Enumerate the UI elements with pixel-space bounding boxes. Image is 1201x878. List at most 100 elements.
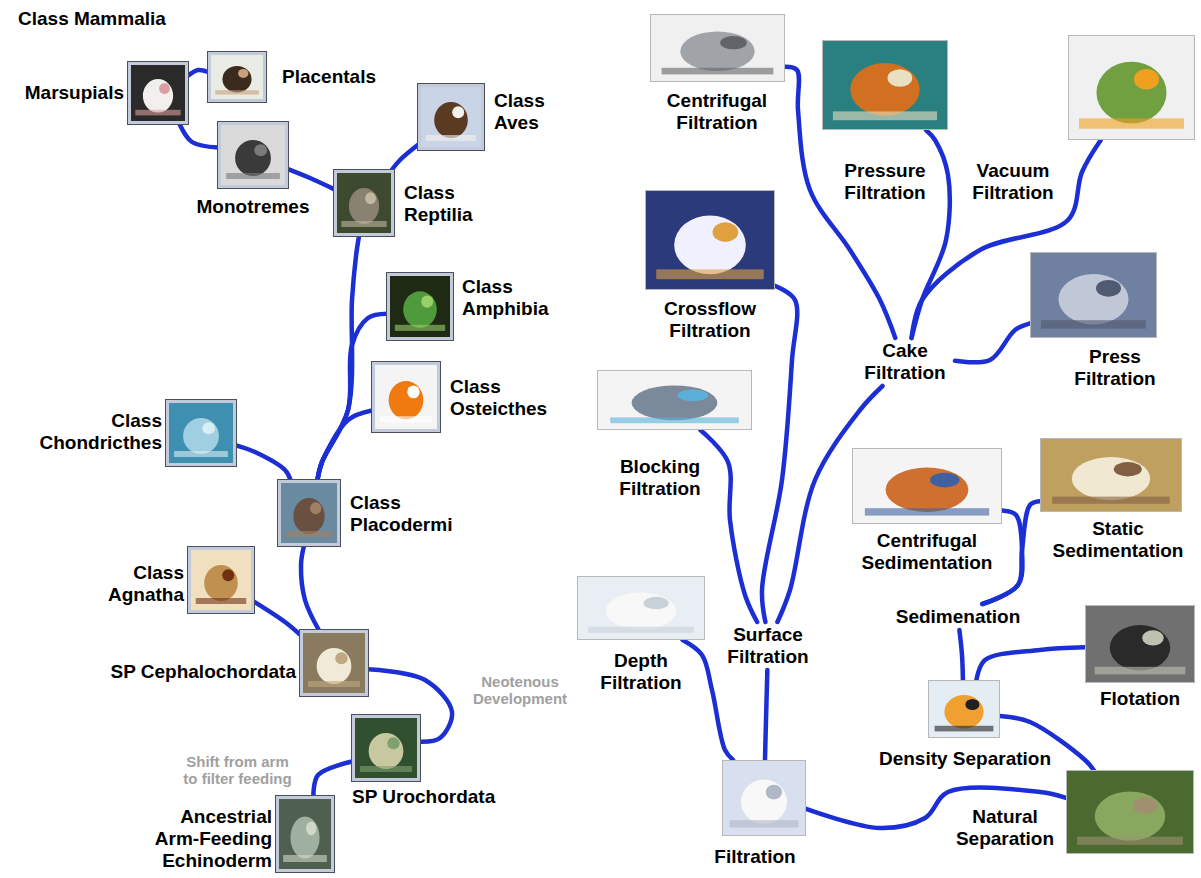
picture-node: SP Urochordata (352, 715, 420, 781)
branch-line (301, 546, 319, 630)
thumbnail-picture (598, 371, 751, 429)
thumbnail-picture (303, 633, 365, 693)
node-label: Class Agnatha (92, 562, 184, 606)
picture-node: Natural Separation (1066, 770, 1194, 854)
picture-node: Depth Filtration (577, 576, 705, 640)
node-label: Surface Filtration (713, 624, 823, 668)
node-label: Pressure Filtration (830, 160, 940, 204)
picture-node: Centrifugal Filtration (650, 14, 785, 82)
node-label: Cake Filtration (855, 340, 955, 384)
text-node: Cake Filtration (855, 338, 955, 386)
branch-line (288, 169, 334, 189)
branch-note: Neotenous Development (465, 672, 575, 708)
picture-node: Filtration (722, 760, 806, 836)
node-label: Centrifugal Sedimentation (847, 530, 1007, 574)
node-label: Density Separation (870, 748, 1060, 770)
picture-node: Marsupials (128, 62, 188, 124)
thumbnail-picture (221, 125, 285, 185)
picture-node: Monotremes (218, 122, 288, 188)
node-label: Class Reptilia (404, 182, 489, 226)
node-label: Flotation (1085, 688, 1195, 710)
branch-line (959, 630, 963, 680)
thumbnail-picture (337, 173, 391, 233)
picture-node: Density Separation (928, 680, 1000, 738)
picture-node: Class Agnatha (188, 547, 254, 613)
picture-node: Class Placodermi (278, 480, 340, 546)
thumbnail-picture (355, 718, 417, 778)
picture-node: Press Filtration (1030, 252, 1157, 338)
branch-line (683, 640, 734, 760)
node-label: Static Sedimentation (1048, 518, 1188, 562)
picture-node: Class Chondricthes (166, 400, 236, 466)
branch-line (392, 145, 418, 170)
thumbnail-picture (390, 276, 450, 337)
node-label: Filtration (700, 846, 810, 868)
picture-node: Pressure Filtration (822, 40, 948, 130)
branch-line (317, 410, 372, 480)
node-label: Class Osteicthes (450, 376, 562, 420)
picture-node: Class Amphibia (387, 273, 453, 340)
text-node: Surface Filtration (713, 622, 823, 670)
node-label: Class Aves (494, 90, 564, 134)
picture-node: Class Reptilia (334, 170, 394, 236)
picture-node: Vacuum Filtration (1068, 35, 1195, 140)
node-label: Monotremes (188, 196, 318, 218)
thumbnail-picture (1069, 36, 1194, 139)
thumbnail-picture (1031, 253, 1156, 337)
branch-note: Shift from arm to filter feeding (180, 752, 295, 788)
node-label: SP Urochordata (352, 786, 532, 808)
thumbnail-picture (578, 577, 704, 639)
branch-line (762, 286, 797, 622)
branch-line (955, 323, 1030, 362)
branch-line (236, 445, 291, 480)
node-label: Class Placodermi (350, 492, 470, 536)
picture-node: Ancestrial Arm-Feeding Echinoderm (276, 796, 334, 872)
node-label: Placentals (282, 66, 402, 88)
node-label: Centrifugal Filtration (652, 90, 782, 134)
picture-node: Blocking Filtration (597, 370, 752, 430)
picture-node: Class Aves (418, 84, 484, 150)
node-label: SP Cephalochordata (70, 661, 296, 683)
picture-node: Crossflow Filtration (645, 190, 775, 290)
thumbnail-picture (375, 365, 437, 429)
picture-node: SP Cephalochordata (300, 630, 368, 696)
picture-node: Centrifugal Sedimentation (852, 448, 1002, 524)
picture-node: Class Osteicthes (372, 362, 440, 432)
node-label: Crossflow Filtration (650, 298, 770, 342)
thumbnail-picture (929, 681, 999, 737)
thumbnail-picture (651, 15, 784, 81)
group-heading: Class Mammalia (18, 8, 166, 30)
node-label: Class Amphibia (462, 276, 567, 320)
branch-line (317, 236, 359, 480)
thumbnail-picture (823, 41, 947, 129)
thumbnail-picture (646, 191, 774, 289)
picture-node: Placentals (208, 52, 266, 102)
branch-line (976, 647, 1085, 680)
thumbnail-picture (131, 65, 185, 121)
node-label: Marsupials (8, 82, 124, 104)
branch-line (180, 124, 218, 148)
text-node: Sedimenation (888, 604, 1028, 630)
thumbnail-picture (1041, 439, 1181, 511)
thumbnail-picture (279, 799, 331, 869)
thumbnail-picture (1067, 771, 1193, 853)
branch-line (313, 762, 352, 797)
thumbnail-picture (1086, 606, 1194, 682)
thumbnail-picture (421, 87, 481, 147)
node-label: Ancestrial Arm-Feeding Echinoderm (145, 806, 272, 872)
node-label: Press Filtration (1065, 346, 1165, 390)
node-label: Depth Filtration (586, 650, 696, 694)
branch-line (254, 602, 300, 635)
node-label: Class Chondricthes (28, 410, 162, 454)
node-label: Blocking Filtration (605, 456, 715, 500)
branch-line (765, 670, 767, 760)
thumbnail-picture (853, 449, 1001, 523)
branch-line (700, 430, 757, 622)
node-label: Natural Separation (950, 806, 1060, 850)
picture-node: Static Sedimentation (1040, 438, 1182, 512)
thumbnail-picture (211, 55, 263, 99)
thumbnail-picture (191, 550, 251, 610)
branch-line (188, 70, 208, 76)
thumbnail-picture (281, 483, 337, 543)
